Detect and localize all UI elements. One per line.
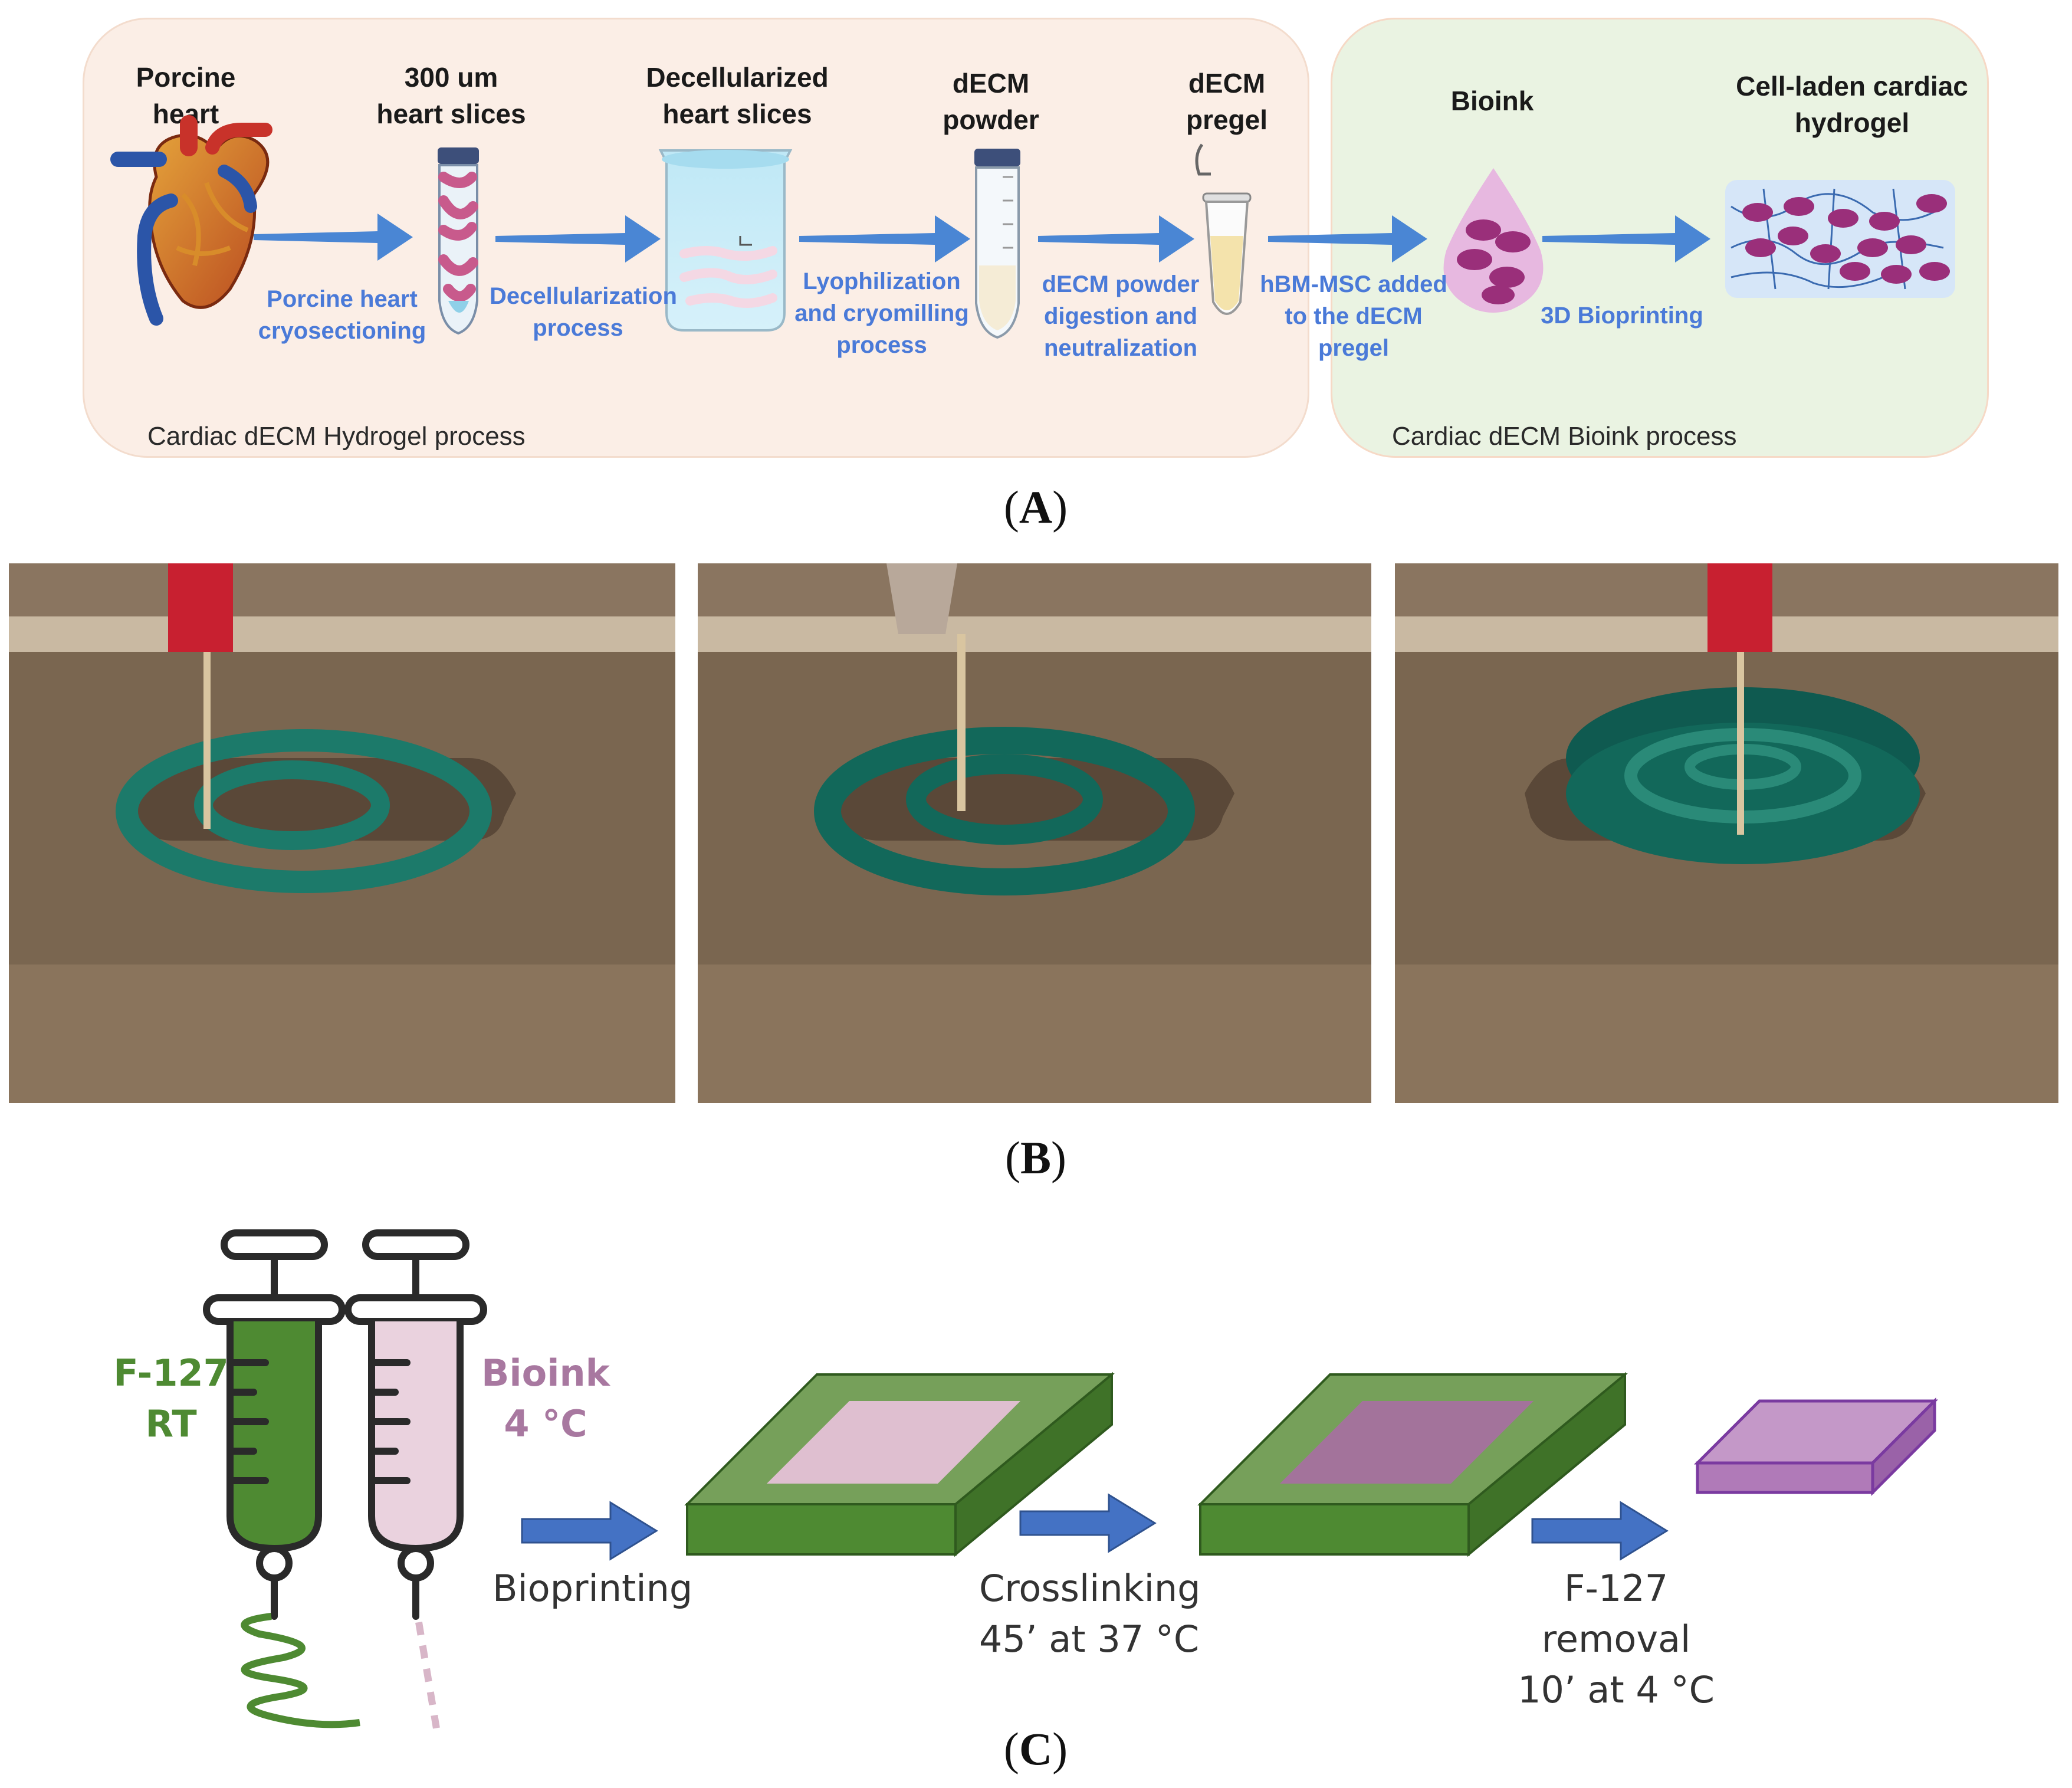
panel-c-graphics	[203, 1229, 1939, 1729]
arrow-1	[254, 214, 413, 261]
bioink-dashed-filament	[415, 1622, 440, 1729]
hydrogel-icon	[1725, 180, 1955, 298]
photo-1-image	[9, 563, 675, 1103]
tube-icon	[438, 147, 479, 335]
removal-label: F-127 removal 10’ at 4 °C	[1486, 1563, 1746, 1715]
photo-2-image	[698, 563, 1371, 1103]
arrow-crosslinking	[1019, 1493, 1157, 1553]
caption-a: (A)	[1003, 481, 1068, 533]
bioprinting-label-line1: Bioprinting	[492, 1567, 693, 1610]
arrow-3	[799, 215, 970, 263]
bioprinting-label: Bioprinting	[492, 1563, 692, 1614]
final-construct-icon	[1693, 1397, 1939, 1497]
bioink-label-line1: Bioink	[481, 1351, 610, 1395]
bioink-syringe-icon	[344, 1229, 487, 1620]
step-title-decm-pregel: dECM pregel	[1186, 68, 1268, 135]
beaker-icon	[658, 149, 793, 332]
heart-icon	[110, 115, 272, 326]
arrow-label-bioprinting: 3D Bioprinting	[1541, 303, 1703, 329]
panel-a-graphics	[110, 115, 1955, 339]
block-2-icon	[1197, 1372, 1628, 1557]
step-title-cell-laden-hydrogel: Cell-laden cardiac hydrogel	[1736, 71, 1968, 138]
arrow-2	[495, 215, 661, 263]
caption-b-letter: B	[1020, 1132, 1052, 1183]
caption-a-letter: A	[1019, 481, 1053, 533]
caption-b: (B)	[1005, 1132, 1066, 1183]
arrow-label-digestion: dECM powder digestion and neutralization	[1042, 271, 1200, 361]
bioink-process-label: Cardiac dECM Bioink process	[1392, 422, 1737, 451]
removal-label-line2: 10’ at 4 °C	[1518, 1668, 1715, 1711]
block-1-icon	[684, 1372, 1115, 1557]
arrow-6	[1542, 215, 1710, 263]
crosslinking-label-line1: Crosslinking	[979, 1567, 1201, 1610]
arrow-label-cryosectioning: Porcine heart cryosectioning	[258, 286, 426, 344]
caption-c: (C)	[1003, 1723, 1068, 1774]
caption-c-letter: C	[1019, 1723, 1053, 1774]
bioink-label: Bioink 4 °C	[478, 1348, 613, 1449]
arrow-label-lyophilization: Lyophilization and cryomilling process	[794, 268, 969, 358]
arrow-label-hbm-msc: hBM-MSC added to the dECM pregel	[1260, 271, 1447, 361]
arrow-removal	[1531, 1501, 1669, 1561]
arrow-5	[1268, 215, 1427, 263]
photo-2	[698, 563, 1371, 1103]
process-arrows	[254, 214, 1710, 263]
arrow-bioprinting	[521, 1501, 658, 1561]
bioink-label-line2: 4 °C	[504, 1402, 587, 1445]
panel-c-arrows	[521, 1493, 1669, 1561]
f127-label: F-127 RT	[106, 1348, 236, 1449]
crosslinking-label-line2: 45’ at 37 °C	[979, 1618, 1200, 1661]
hydrogel-process-label: Cardiac dECM Hydrogel process	[147, 422, 526, 451]
pregel-tube-icon	[1195, 143, 1252, 315]
arrow-label-decellularization: Decellularization process	[490, 283, 677, 341]
f127-label-line2: RT	[145, 1402, 197, 1445]
bioink-drop-icon	[1443, 168, 1544, 313]
f127-filament	[241, 1613, 360, 1728]
arrow-4	[1038, 215, 1194, 263]
step-title-heart-slices: 300 um heart slices	[376, 62, 526, 129]
photo-3	[1395, 563, 2058, 1103]
step-title-decm-powder: dECM powder	[943, 68, 1039, 135]
step-title-decellularized: Decellularized heart slices	[646, 62, 829, 129]
powder-tube-icon	[974, 149, 1020, 339]
photo-3-image	[1395, 563, 2058, 1103]
removal-label-line1: F-127 removal	[1541, 1567, 1691, 1661]
f127-label-line1: F-127	[113, 1351, 229, 1395]
f127-syringe-icon	[203, 1229, 346, 1620]
step-title-bioink: Bioink	[1450, 86, 1534, 116]
crosslinking-label: Crosslinking 45’ at 37 °C	[979, 1563, 1200, 1665]
photo-1	[9, 563, 675, 1103]
